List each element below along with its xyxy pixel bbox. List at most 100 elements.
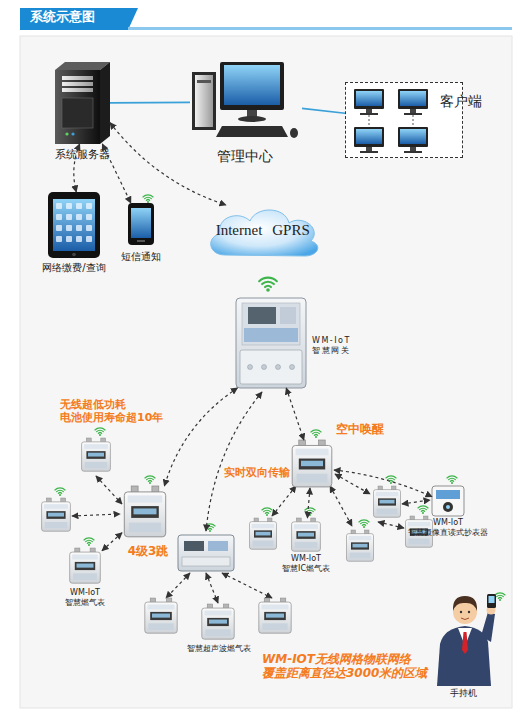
app-icon: [56, 203, 62, 209]
data-link: [74, 144, 80, 192]
signal-dot: [88, 544, 90, 546]
reader-icon: [432, 486, 464, 516]
server-grille: [62, 98, 93, 128]
signal-dot: [99, 434, 101, 436]
phone-body: [128, 203, 154, 245]
monitor: [220, 62, 284, 110]
data-link: [164, 388, 237, 486]
concentrator: [178, 535, 234, 571]
tablet-drawing: [48, 192, 100, 258]
meter-display: [150, 612, 172, 620]
meter-panel: [205, 629, 230, 636]
monitor-base: [238, 116, 266, 122]
wireless-signal: [262, 508, 272, 516]
server-side: [100, 62, 110, 144]
diagram-title: 系统示意图: [30, 9, 130, 25]
meter-digits: [77, 564, 94, 568]
node-label: 系统服务器: [45, 148, 120, 161]
gas-meter: [202, 604, 234, 639]
app-icon: [56, 236, 62, 242]
meter-panel: [129, 523, 161, 532]
signal-arc: [311, 430, 321, 432]
signal-arc: [420, 508, 427, 509]
meter-drawing: [70, 548, 101, 583]
meter-body: [82, 442, 111, 471]
signal-arc: [362, 524, 365, 526]
app-icon: [76, 214, 82, 220]
client-stand: [366, 109, 372, 113]
pc-tower: [192, 72, 216, 130]
meter-drawing: [124, 486, 165, 537]
signal-arc: [143, 195, 153, 197]
signal-arc: [389, 480, 392, 482]
signal-dot: [451, 482, 453, 484]
signal-arc: [84, 538, 94, 540]
app-icon: [86, 203, 92, 209]
device-node: 4级3跳: [122, 486, 168, 538]
device-node: WM-IoT 智慧燃气表: [68, 548, 102, 584]
gateway-panel: [244, 328, 298, 342]
signal-arc: [145, 476, 155, 478]
device-node: 客户端: [345, 82, 463, 158]
tablet-screen: [53, 199, 95, 251]
client-monitor: [354, 127, 384, 147]
app-icon: [86, 214, 92, 220]
keyboard: [216, 126, 288, 137]
status-light: [71, 132, 74, 135]
device-node: InternetGPRS: [205, 205, 320, 257]
meter-strip: [262, 605, 289, 610]
annotation-label: 实时双向传输: [224, 466, 304, 479]
meter-icon: [290, 518, 322, 552]
meter-body: [292, 445, 332, 486]
ultra-drawing: [145, 598, 291, 639]
server-icon: [55, 62, 110, 144]
signal-arc: [146, 199, 149, 201]
signal-dot: [59, 494, 61, 496]
gas-meter: [145, 598, 177, 633]
signal-arc: [450, 480, 453, 482]
device-node: 管理中心: [190, 62, 302, 142]
signal-dot: [499, 599, 501, 601]
signal-arc: [418, 506, 428, 508]
signal-arc: [145, 197, 152, 198]
signal-arc: [148, 480, 151, 482]
meter-strip: [408, 522, 431, 526]
meter-drawing: [292, 440, 332, 487]
client-stand: [410, 147, 416, 151]
phone-icon: [128, 203, 154, 245]
client-monitor: [354, 89, 384, 109]
signal-arc: [421, 510, 424, 512]
person-mouth: [461, 618, 469, 620]
app-icon: [76, 236, 82, 242]
gateway-display: [248, 307, 276, 324]
meter-strip: [205, 611, 232, 616]
device-node: WM-IoT 智慧网关: [236, 298, 306, 388]
meter-display: [86, 451, 105, 459]
client-screen: [400, 91, 426, 106]
meter-drawing: [292, 518, 321, 551]
dashed-link: [330, 486, 352, 526]
gas-meter: [124, 486, 165, 537]
ultra-icon: [143, 592, 295, 642]
signal-arc: [58, 492, 61, 494]
signal-arc: [361, 522, 368, 523]
gas-meter: [259, 598, 291, 633]
device-node: WM-IoT 智慧摄像直读式抄表器: [432, 486, 464, 516]
meter-display: [351, 542, 369, 549]
meter-strip: [349, 536, 372, 540]
node-label: GPRS: [265, 221, 317, 239]
signal-arc: [313, 432, 320, 433]
meter-digits: [88, 453, 104, 457]
signal-arc: [497, 595, 504, 596]
signal-arc: [262, 282, 274, 284]
meter-strip: [84, 444, 108, 449]
dashed-link: [206, 573, 218, 603]
meter-panel: [148, 623, 173, 630]
signal-arc: [147, 478, 154, 479]
meter-display: [296, 531, 315, 539]
client-link: [369, 115, 370, 125]
node-label: WM-IoT 智慧燃气表: [55, 588, 115, 607]
meter-digits: [134, 508, 157, 514]
meter-body: [70, 552, 101, 583]
